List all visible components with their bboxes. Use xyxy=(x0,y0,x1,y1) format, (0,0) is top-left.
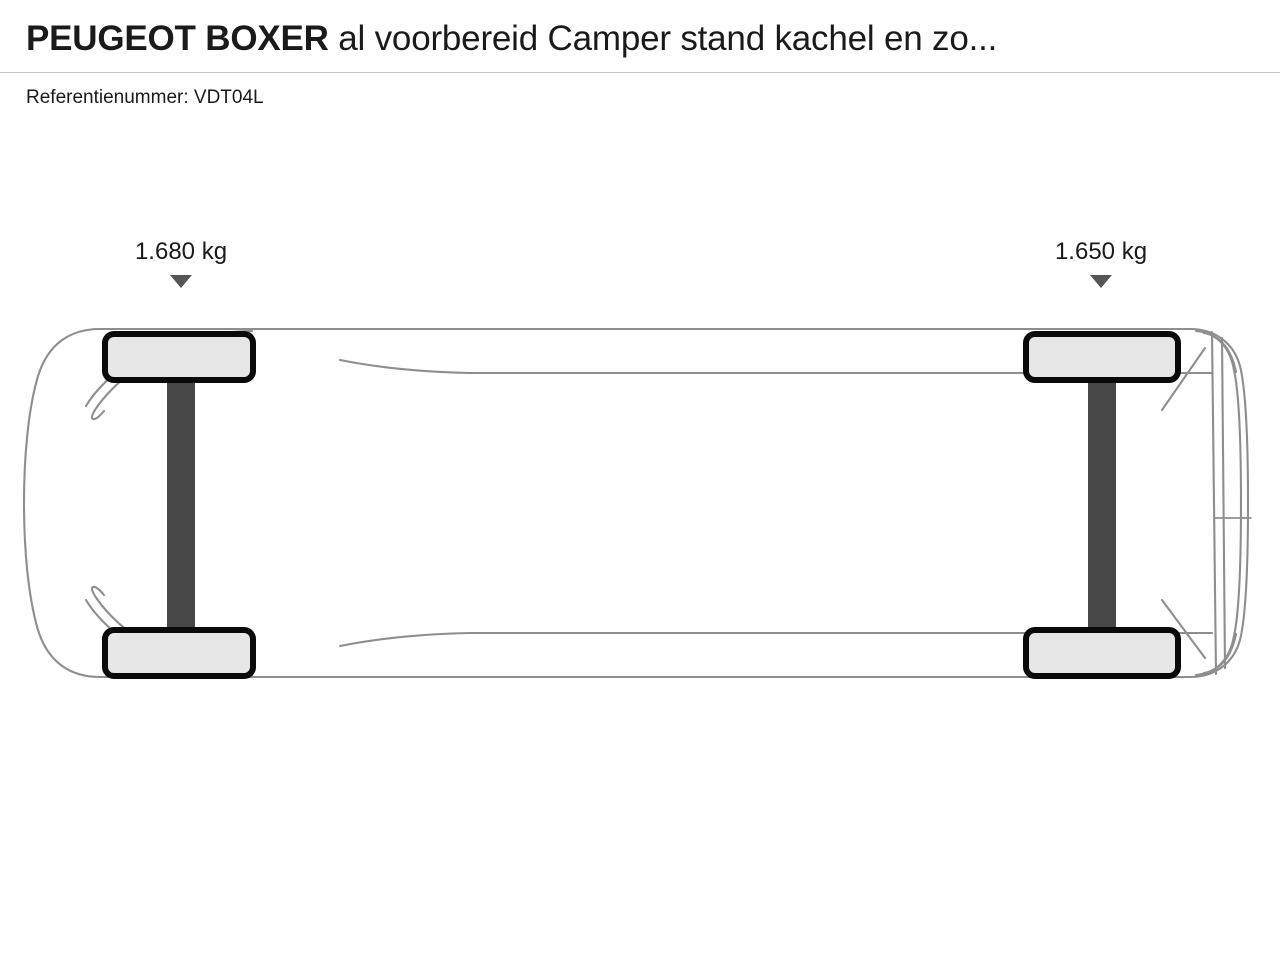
page-title-description: al voorbereid Camper stand kachel en zo.… xyxy=(328,19,998,58)
rear-axle-weight-label: 1.650 kg xyxy=(1054,238,1148,265)
vehicle-diagram xyxy=(0,300,1280,730)
rear-axle-marker-icon xyxy=(1090,275,1112,288)
front-axle-weight-label: 1.680 kg xyxy=(134,238,228,265)
front-axle-assembly xyxy=(102,331,256,679)
vehicle-top-view-svg xyxy=(22,327,1252,679)
front-left-wheel xyxy=(102,331,256,383)
page-title-brand: PEUGEOT BOXER xyxy=(26,19,329,58)
front-axle-marker-icon xyxy=(170,275,192,288)
rear-right-wheel xyxy=(1023,627,1181,679)
rear-left-wheel xyxy=(1023,331,1181,383)
rear-axle-bar xyxy=(1088,370,1116,640)
front-axle-bar xyxy=(167,370,195,640)
reference-number: Referentienummer: VDT04L xyxy=(26,87,264,108)
front-right-wheel xyxy=(102,627,256,679)
page-title: PEUGEOT BOXER al voorbereid Camper stand… xyxy=(26,19,1266,59)
page-header: PEUGEOT BOXER al voorbereid Camper stand… xyxy=(0,0,1280,73)
rear-axle-assembly xyxy=(1023,331,1181,679)
